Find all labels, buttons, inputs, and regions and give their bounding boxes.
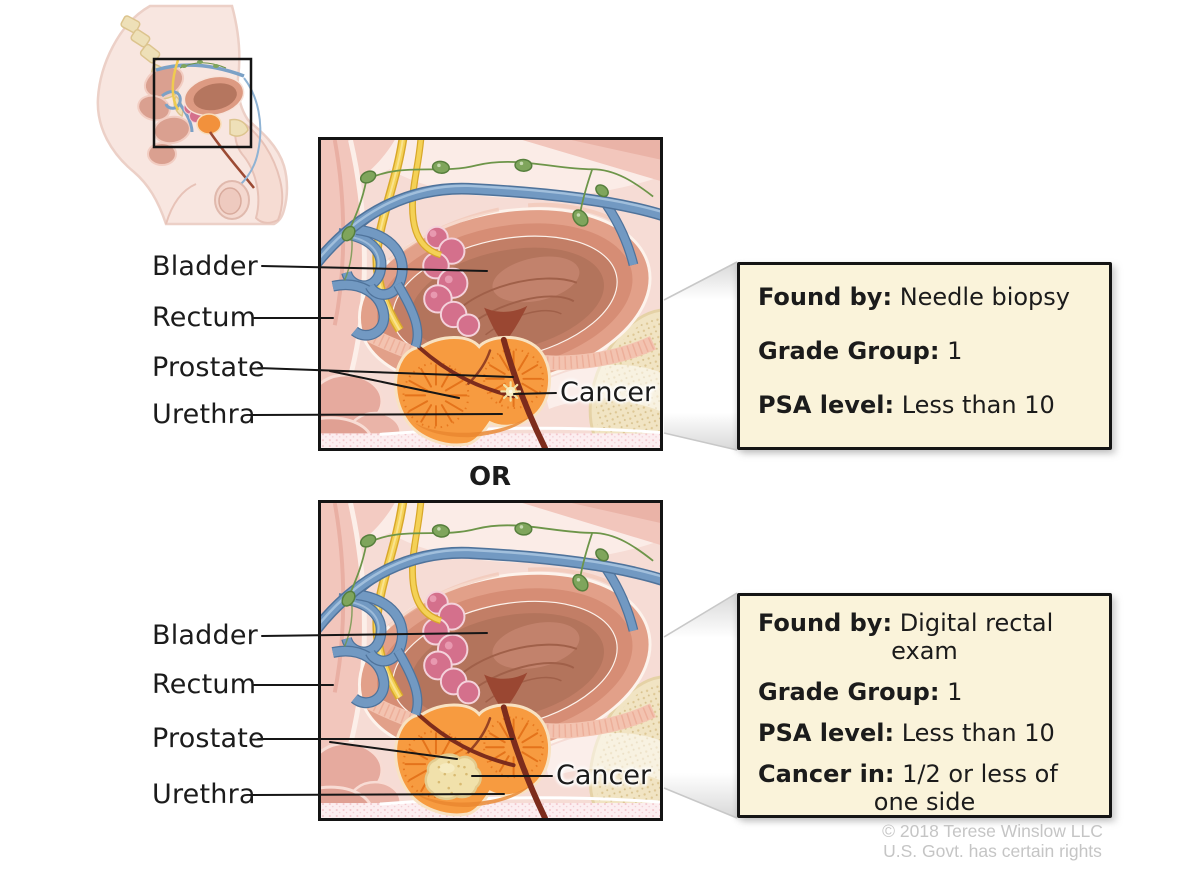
info-field-value: 1 [947, 337, 963, 365]
label-prostate-bottom: Prostate [152, 723, 265, 754]
label-urethra-top: Urethra [152, 399, 256, 430]
info-field-label: Cancer in: [758, 760, 895, 788]
info-field-value: 1 [947, 678, 963, 706]
info-field-label: Found by: [758, 609, 893, 637]
info-line-cancer-in: Cancer in: 1/2 or less of one side [758, 760, 1091, 816]
label-bladder-bottom: Bladder [152, 620, 258, 651]
info-field-label: Grade Group: [758, 678, 940, 706]
label-cancer-bottom: Cancer [556, 760, 652, 791]
info-line-grade-group: Grade Group: 1 [758, 678, 1091, 706]
info-field-label: PSA level: [758, 719, 895, 747]
info-field-value-wrap: exam [891, 637, 958, 665]
copyright-line-1: © 2018 Terese Winslow LLC [882, 821, 1103, 841]
label-bladder-top: Bladder [152, 251, 258, 282]
copyright-line-2: U.S. Govt. has certain rights [883, 840, 1102, 861]
info-box-needle-biopsy: Found by: Needle biopsy Grade Group: 1 P… [737, 262, 1112, 450]
info-box-digital-rectal-exam: Found by: Digital rectal exam Grade Grou… [737, 593, 1112, 818]
info-line-found-by: Found by: Digital rectal exam [758, 609, 1091, 665]
pelvis-illustration-top [321, 140, 660, 448]
illustration-panel-bottom [318, 500, 663, 821]
pelvis-illustration-bottom [321, 503, 660, 818]
info-line-grade-group: Grade Group: 1 [758, 336, 1091, 367]
info-line-found-by: Found by: Needle biopsy [758, 282, 1091, 313]
info-field-value: Less than 10 [901, 391, 1055, 419]
body-inset-illustration [96, 4, 289, 226]
inset-bladder [183, 75, 245, 117]
info-line-psa-level: PSA level: Less than 10 [758, 390, 1091, 421]
info-field-value: Less than 10 [901, 719, 1055, 747]
inset-prostate [196, 113, 222, 135]
label-urethra-bottom: Urethra [152, 779, 256, 810]
inset-highlight-frame [152, 57, 253, 149]
copyright-notice: © 2018 Terese Winslow LLC U.S. Govt. has… [830, 821, 1155, 861]
label-rectum-top: Rectum [152, 302, 257, 333]
info-field-label: Grade Group: [758, 337, 940, 365]
label-prostate-top: Prostate [152, 352, 265, 383]
info-line-psa-level: PSA level: Less than 10 [758, 719, 1091, 747]
info-field-value-wrap: one side [873, 788, 976, 816]
info-field-value: Needle biopsy [899, 283, 1070, 311]
cancer-spot-large [424, 753, 482, 801]
label-rectum-bottom: Rectum [152, 669, 257, 700]
or-separator: OR [468, 462, 512, 492]
inset-lymph-nodes [181, 60, 219, 68]
info-field-label: Found by: [758, 283, 893, 311]
info-field-label: PSA level: [758, 391, 895, 419]
info-field-value: 1/2 or less of [902, 760, 1058, 788]
cancer-spot-small [500, 381, 522, 402]
label-cancer-top: Cancer [560, 377, 656, 408]
info-field-value: Digital rectal [899, 609, 1054, 637]
